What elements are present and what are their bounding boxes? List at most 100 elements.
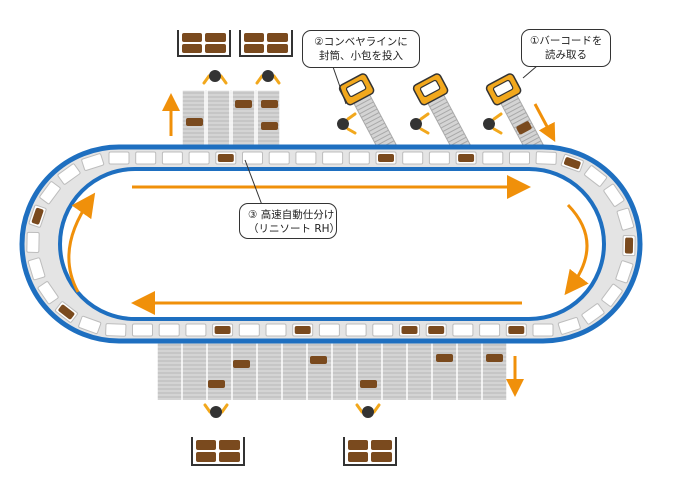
top-chutes xyxy=(181,89,281,149)
callout-barcode-read: ①バーコードを 読み取る xyxy=(521,29,611,67)
sorter-tray xyxy=(318,323,340,337)
parcel-icon xyxy=(294,326,311,334)
sorter-tray xyxy=(238,323,260,337)
callout-barcode-line2: 読み取る xyxy=(545,49,587,61)
parcel-icon xyxy=(458,154,475,162)
operator-icon xyxy=(202,70,228,85)
operator-icon xyxy=(255,70,281,85)
operator-icon xyxy=(410,112,430,135)
flow-arrow-icon xyxy=(533,103,556,142)
parcel-icon xyxy=(310,356,327,364)
callout-sorter-line2: （リニソート RH） xyxy=(248,223,341,235)
bin-icon xyxy=(239,30,293,57)
callout-conveyor-line2: 封筒、小包を投入 xyxy=(319,50,403,62)
operators xyxy=(202,70,503,418)
sorter-tray xyxy=(78,315,102,335)
operator-icon xyxy=(203,403,229,418)
sorter-tray xyxy=(185,323,207,337)
flow-arrows xyxy=(67,93,589,397)
sorter-tray xyxy=(322,151,344,165)
induction-conveyor-1 xyxy=(338,73,398,156)
parcel-icon xyxy=(261,122,278,130)
sorter-tray xyxy=(268,151,290,165)
flow-arrow-icon xyxy=(564,203,589,296)
callout-pointers xyxy=(244,63,538,206)
barcode-scanner-icon xyxy=(485,73,522,106)
sorter-tray xyxy=(509,151,530,165)
induction-conveyor-3 xyxy=(485,73,545,156)
parcel-icon xyxy=(186,118,203,126)
callout-barcode-line1: ①バーコードを xyxy=(530,35,603,47)
sorter-loop xyxy=(19,144,643,344)
flow-arrow-icon xyxy=(67,192,96,293)
parcel-icon xyxy=(217,154,234,162)
sorter-tray xyxy=(345,323,367,337)
operator-icon xyxy=(355,403,381,418)
operator-icon xyxy=(337,112,357,135)
sorter-tray xyxy=(348,151,370,165)
sorter-tray xyxy=(108,151,130,165)
sorter-tray xyxy=(295,151,317,165)
sorter-tray xyxy=(601,283,623,307)
bin-icon xyxy=(343,437,397,466)
sorter-tray xyxy=(132,323,153,337)
parcel-icon xyxy=(516,121,532,135)
induction-conveyors xyxy=(338,73,545,156)
bottom-chutes xyxy=(156,338,508,400)
sorter-tray xyxy=(26,231,40,253)
parcel-icon xyxy=(563,157,581,170)
parcel-icon xyxy=(624,237,634,254)
parcel-icon xyxy=(401,326,418,334)
sorter-tray xyxy=(161,151,183,165)
callout-high-speed-sorting: ③ 高速自動仕分け （リニソート RH） xyxy=(239,203,341,239)
sorter-tray xyxy=(581,303,605,325)
parcel-icon xyxy=(214,326,231,334)
parcel-icon xyxy=(360,380,377,388)
sorter-tray xyxy=(428,151,450,165)
sorter-tray xyxy=(37,281,59,305)
parcel-icon xyxy=(486,354,503,362)
sorter-tray xyxy=(265,323,287,337)
sorter-tray xyxy=(557,317,581,335)
parcel-icon xyxy=(436,354,453,362)
barcode-scanner-icon xyxy=(412,73,449,106)
parcel-icon xyxy=(233,360,250,368)
sorter-tray xyxy=(188,151,210,165)
bin-icon xyxy=(177,30,231,57)
parcel-icon xyxy=(235,100,252,108)
sorter-tray xyxy=(452,323,474,337)
parcel-icon xyxy=(508,326,525,334)
parcel-icon xyxy=(378,154,394,162)
callout-conveyor-line1: ②コンベヤラインに xyxy=(314,36,408,48)
parcel-icon xyxy=(261,100,278,108)
sorter-tray xyxy=(135,151,157,165)
sorter-tray xyxy=(603,183,625,207)
parcel-icon xyxy=(428,326,445,334)
sorter-tray xyxy=(57,163,81,185)
callout-sorter-line1: ③ 高速自動仕分け xyxy=(248,209,335,221)
sorter-tray xyxy=(27,257,46,281)
bottom-bins xyxy=(191,437,397,466)
parcel-icon xyxy=(58,304,75,320)
parcel-icon xyxy=(208,380,225,388)
sorter-tray xyxy=(482,151,504,165)
sorter-tray xyxy=(372,323,394,337)
sorter-tray xyxy=(402,151,424,165)
sorter-tray xyxy=(242,151,263,165)
sorter-tray xyxy=(39,181,61,205)
sorter-tray xyxy=(535,151,557,165)
callout-conveyor-input: ②コンベヤラインに 封筒、小包を投入 xyxy=(302,30,420,68)
sorter-tray xyxy=(81,153,105,171)
sorter-tray xyxy=(105,323,127,337)
sorter-tray xyxy=(615,260,634,284)
operator-icon xyxy=(483,112,503,135)
top-bins xyxy=(177,30,293,57)
sorter-tray xyxy=(616,207,635,231)
sorter-tray xyxy=(158,323,180,337)
parcel-icon xyxy=(31,207,44,225)
sorter-tray xyxy=(479,323,501,337)
bin-icon xyxy=(191,437,245,466)
sorter-tray xyxy=(584,165,608,187)
